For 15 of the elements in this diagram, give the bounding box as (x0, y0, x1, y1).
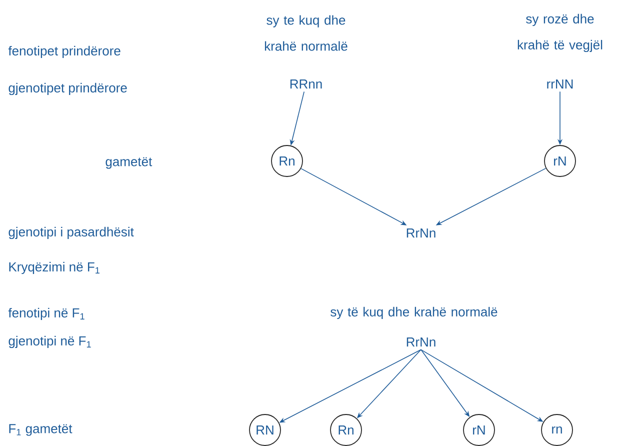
row-label: gjenotipi në F$_{1}$ (8, 336, 91, 348)
row-label: gjenotipet prindërore (8, 82, 127, 96)
genotype-label: rrNN (547, 80, 573, 88)
phenotype-text: sy te kuq dhe krahë normalë (264, 15, 348, 51)
row-label: fenotipet prindërore (8, 46, 120, 58)
row-label: gjenotipi i pasardhësit (8, 226, 134, 240)
genotype-label: RRnn (290, 80, 322, 88)
row-label: gametët (106, 157, 152, 169)
row-label: Kryqëzimi në F$_{1}$ (9, 262, 100, 274)
phenotype-text: sy të kuq dhe krahë normalë (330, 306, 498, 320)
phenotype-text: sy rozë dhe krahë të vegjël (518, 14, 602, 52)
row-label: F$_{1}$ gametët (9, 424, 72, 436)
genotype-label: RrNn (406, 228, 436, 238)
row-label: fenotipi në F$_{1}$ (8, 308, 84, 320)
genotype-label: RrNn (406, 338, 436, 346)
